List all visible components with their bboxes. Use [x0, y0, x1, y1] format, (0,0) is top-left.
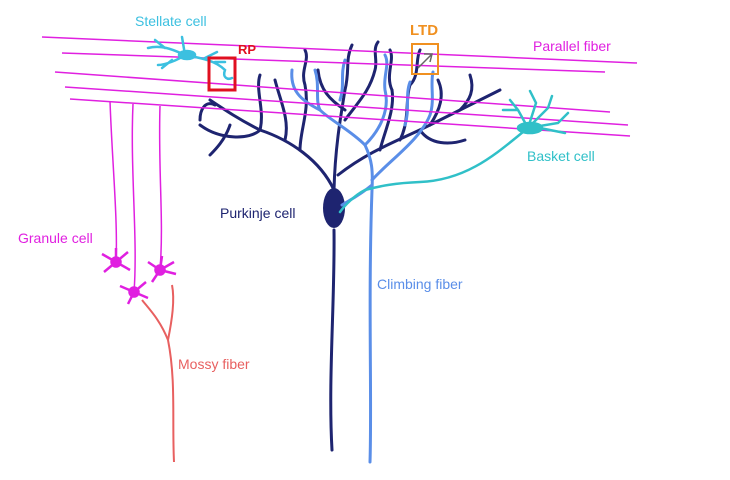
label-ltd: LTD [410, 22, 439, 39]
granule-cells [101, 100, 177, 305]
basket-cell [338, 89, 570, 214]
rp-box [207, 56, 237, 92]
mossy-fiber [141, 284, 175, 463]
label-purkinje-cell: Purkinje cell [220, 205, 296, 221]
ltd-box [411, 43, 439, 75]
climbing-fiber [290, 53, 435, 464]
label-rp: RP [238, 42, 257, 57]
purkinje-cell [198, 40, 502, 452]
label-granule-cell: Granule cell [18, 230, 93, 246]
label-stellate-cell: Stellate cell [135, 13, 207, 29]
label-basket-cell: Basket cell [527, 148, 595, 164]
label-mossy-fiber: Mossy fiber [178, 356, 250, 372]
label-parallel-fiber: Parallel fiber [533, 38, 611, 54]
arrow-icon [417, 53, 433, 69]
stellate-cell [146, 35, 234, 80]
label-climbing-fiber: Climbing fiber [377, 276, 463, 292]
